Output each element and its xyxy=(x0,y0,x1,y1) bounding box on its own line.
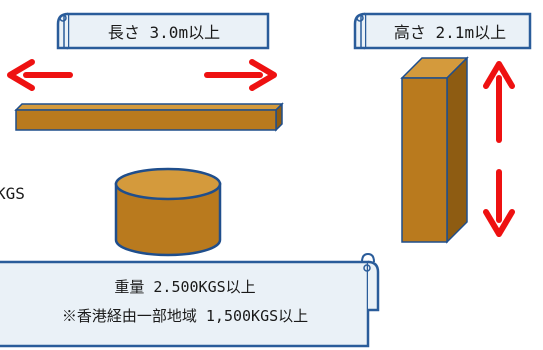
arrow-right-icon xyxy=(204,59,277,91)
truncated-weight-text: KGS xyxy=(0,184,25,203)
tall-box xyxy=(400,56,469,244)
arrow-down-icon xyxy=(483,169,515,237)
weight-label-line1: 重量 2.500KGS以上 xyxy=(114,278,255,296)
height-banner: 高さ 2.1m以上 xyxy=(353,12,532,50)
height-label: 高さ 2.1m以上 xyxy=(394,23,506,42)
cylinder-drum xyxy=(114,167,222,257)
weight-banner: 重量 2.500KGS以上 ※香港経由一部地域 1,500KGS以上 xyxy=(0,252,380,348)
length-banner: 長さ 3.0m以上 xyxy=(56,12,270,50)
long-plank xyxy=(14,102,284,132)
length-label: 長さ 3.0m以上 xyxy=(108,23,220,42)
arrow-up-icon xyxy=(483,61,515,143)
weight-label-line2: ※香港経由一部地域 1,500KGS以上 xyxy=(62,307,308,325)
arrow-left-icon xyxy=(7,59,73,91)
